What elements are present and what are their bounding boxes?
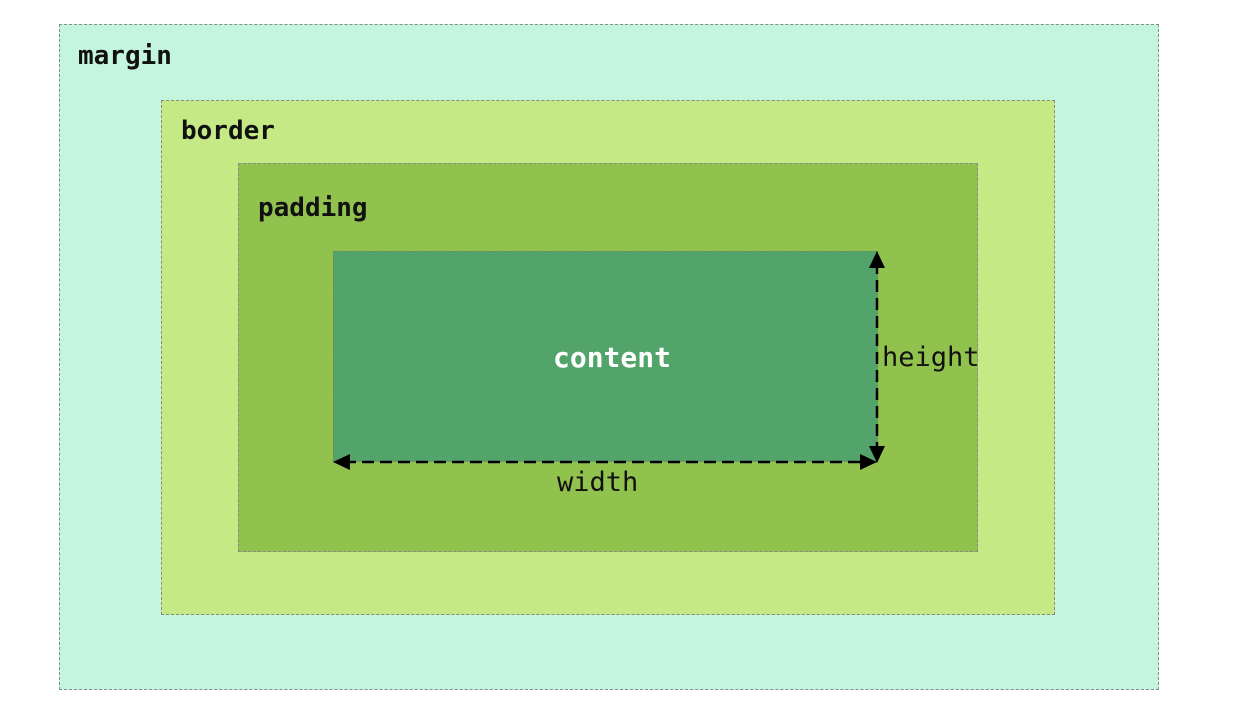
height-arrow [869,251,885,463]
height-arrow-head-top [869,251,885,268]
width-label: width [557,467,639,498]
content-label: content [552,341,671,374]
margin-label: margin [78,41,172,71]
width-arrow-head-left [333,454,350,470]
width-arrow [333,454,877,470]
padding-label: padding [258,193,368,223]
content-box [333,251,878,462]
width-arrow-head-right [860,454,877,470]
height-arrow-head-bottom [869,446,885,463]
height-label: height [882,342,980,373]
border-label: border [181,116,275,146]
